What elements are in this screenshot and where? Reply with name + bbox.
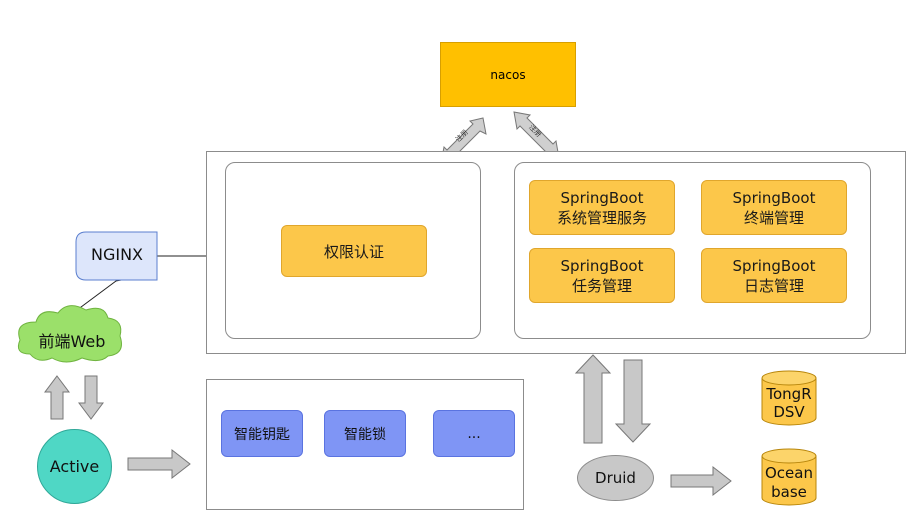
service-terminal-box: SpringBoot 终端管理 [701,180,847,235]
oceanbase-label: Ocean base [765,464,813,501]
auth-label: 权限认证 [323,242,384,261]
active-to-devices-arrow [127,448,191,480]
druid-to-db-arrow [670,465,732,497]
up-block-arrow [44,375,70,420]
service-task-box: SpringBoot 任务管理 [529,248,675,303]
service-system-box: SpringBoot 系统管理服务 [529,180,675,235]
device-more: ... [433,410,515,457]
nacos-label: nacos [490,67,526,82]
auth-box: 权限认证 [281,225,427,277]
druid-up-arrow [574,354,612,444]
druid-down-arrow [614,359,652,443]
active-node: Active [37,429,112,504]
service-log-box: SpringBoot 日志管理 [701,248,847,303]
druid-node: Druid [577,455,654,501]
nacos-box: nacos [440,42,576,107]
tongrdsv-label: TongR DSV [766,385,812,421]
nginx-frontend-line [64,273,125,321]
device-smart-lock: 智能锁 [324,410,406,457]
frontend-label: 前端Web [38,332,106,351]
down-block-arrow [78,375,104,420]
nginx-label: NGINX [90,245,143,264]
device-smart-key: 智能钥匙 [221,410,303,457]
